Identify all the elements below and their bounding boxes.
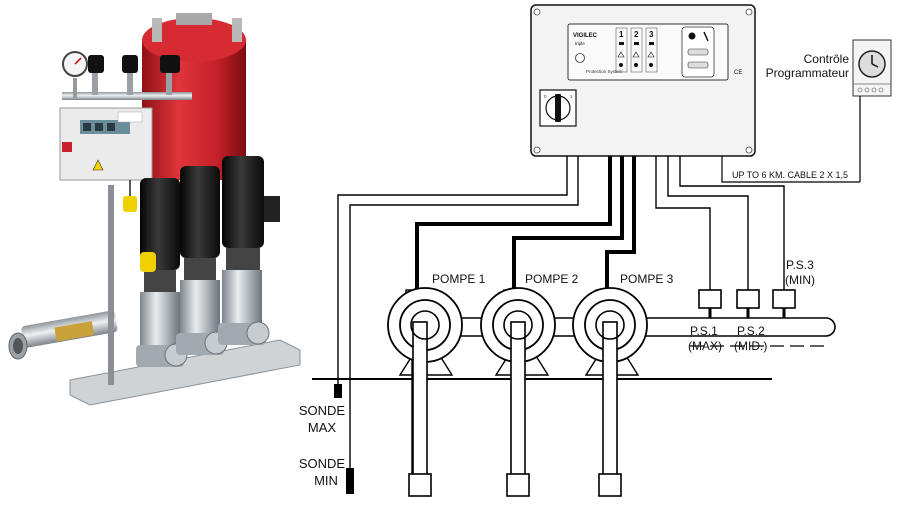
ps2-level-label: (MID.)	[734, 339, 767, 353]
pressure-switch-3	[772, 289, 796, 318]
pressure-switch-wires	[655, 156, 785, 290]
booster-station-illustration	[8, 13, 301, 406]
ps3-level-label: (MIN)	[785, 273, 815, 287]
panel-channel-3: 3	[649, 30, 654, 39]
timer-label-line2: Programmateur	[766, 66, 849, 80]
panel-brand: VIGILEC	[573, 33, 598, 39]
timer-programmer	[852, 39, 892, 182]
schematic-pump-3	[572, 287, 648, 497]
pressure-switch-1	[698, 289, 722, 318]
panel-button-pad	[681, 26, 715, 78]
pressure-gauge-icon	[62, 51, 88, 98]
probe-max-label-line1: SONDE	[299, 403, 346, 418]
pump-3-label: POMPE 3	[620, 272, 674, 286]
probe-wires	[337, 156, 579, 468]
schematic-pump-2	[480, 287, 556, 497]
probe-min-label-line1: SONDE	[299, 456, 346, 471]
timer-label-line1: Contrôle	[804, 52, 850, 66]
panel-channels: 1 2 3	[615, 27, 658, 73]
ps1-label: P.S.1	[690, 324, 718, 338]
probe-max-label-line2: MAX	[308, 420, 337, 435]
pressure-switch-2	[736, 289, 760, 318]
ps2-label: P.S.2	[737, 324, 765, 338]
vertical-pump-3	[218, 156, 280, 345]
rotary-switch-icon: 0 1	[539, 89, 577, 127]
manifold	[62, 55, 192, 100]
panel-channel-1: 1	[619, 30, 624, 39]
support-post	[108, 185, 114, 385]
pump-power-cables	[415, 156, 636, 292]
vertical-pump-1	[136, 178, 188, 367]
pressure-tank	[142, 13, 246, 180]
ps1-level-label: (MAX)	[688, 339, 722, 353]
ps3-label: P.S.3	[786, 258, 814, 272]
vertical-pump-2	[176, 166, 228, 355]
intake-pipe	[8, 310, 118, 360]
schematic-pump-1	[387, 287, 463, 497]
control-panel: VIGILEC triple Protection System 1 2 3	[530, 4, 756, 157]
panel-ce-mark: CE	[734, 70, 742, 76]
probe-min-sensor	[346, 468, 354, 494]
pump-1-label: POMPE 1	[432, 272, 486, 286]
panel-tagline: Protection System	[586, 69, 623, 74]
svg-text:1: 1	[570, 94, 573, 99]
float-switch-icon	[123, 180, 156, 272]
probe-min-label-line2: MIN	[314, 473, 338, 488]
base-frame	[69, 339, 301, 406]
panel-channel-2: 2	[634, 30, 639, 39]
svg-text:0: 0	[544, 94, 547, 99]
cable-label: UP TO 6 KM. CABLE 2 X 1,5	[732, 170, 848, 180]
pump-2-label: POMPE 2	[525, 272, 579, 286]
probe-max-sensor	[334, 384, 342, 398]
panel-brand-sub: triple	[575, 41, 585, 46]
timer-cable	[721, 156, 860, 183]
station-control-box	[59, 107, 153, 181]
